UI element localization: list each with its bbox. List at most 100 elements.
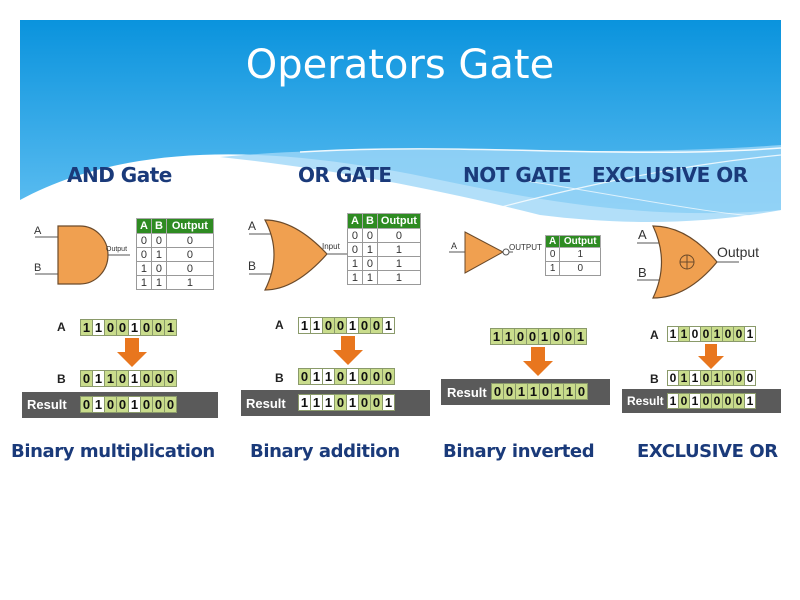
not-arrow-down-icon <box>523 347 553 376</box>
bit-cell: 1 <box>311 318 323 333</box>
xor-row-a-label: A <box>650 328 659 342</box>
bit-cell: 0 <box>723 394 734 408</box>
bit-cell: 0 <box>576 384 587 399</box>
or-arrow-down-icon <box>333 336 363 365</box>
table-cell: 1 <box>136 275 152 290</box>
bit-cell: 1 <box>347 369 359 384</box>
table-cell: 1 <box>376 256 421 271</box>
bit-cell: 1 <box>712 327 723 341</box>
bit-cell: 0 <box>117 397 129 412</box>
bit-cell: 1 <box>323 369 335 384</box>
table-cell: 0 <box>150 233 167 248</box>
bit-cell: 1 <box>491 329 503 344</box>
bit-cell: 0 <box>723 327 734 341</box>
bit-cell: 0 <box>383 369 394 384</box>
bit-cell: 0 <box>371 318 383 333</box>
table-header: A <box>544 235 561 248</box>
bit-cell: 0 <box>371 369 383 384</box>
bit-cell: 0 <box>141 371 153 386</box>
bit-cell: 0 <box>540 384 552 399</box>
and-result-label: Result <box>27 397 67 412</box>
bit-cell: 0 <box>745 371 755 385</box>
xor-output-label: Output <box>717 244 759 260</box>
bit-cell: 0 <box>335 318 347 333</box>
table-header: A <box>347 213 363 229</box>
bit-cell: 0 <box>81 397 93 412</box>
table-cell: 0 <box>165 247 214 262</box>
bit-cell: 1 <box>93 320 105 335</box>
table-cell: 0 <box>361 228 378 243</box>
bit-cell: 1 <box>347 395 359 410</box>
or-input-b-label: B <box>248 259 256 273</box>
slide-title: Operators Gate <box>245 42 555 88</box>
or-input-a-label: A <box>248 219 256 233</box>
and-row-b-label: B <box>57 372 66 386</box>
bit-cell: 0 <box>359 395 371 410</box>
bit-cell: 0 <box>551 329 563 344</box>
table-cell: 0 <box>559 261 602 276</box>
table-cell: 0 <box>136 247 152 262</box>
heading-and-gate: AND Gate <box>67 163 172 187</box>
xor-input-a-label: A <box>638 227 647 242</box>
caption-not-gate: Binary inverted <box>443 441 595 462</box>
bit-cell: 1 <box>564 384 576 399</box>
bit-cell: 0 <box>117 371 129 386</box>
bit-cell: 1 <box>311 395 323 410</box>
caption-and-gate: Binary multiplication <box>11 441 215 462</box>
or-gate-icon: A B Input <box>248 219 349 291</box>
xor-gate-icon: A B Output <box>637 225 759 299</box>
bit-cell: 1 <box>347 318 359 333</box>
table-header: Output <box>376 213 421 229</box>
bit-cell: 0 <box>335 369 347 384</box>
bit-cell: 1 <box>679 371 690 385</box>
bit-cell: 0 <box>701 394 712 408</box>
table-cell: 0 <box>544 247 561 262</box>
bit-cell: 1 <box>712 371 723 385</box>
table-cell: 1 <box>347 256 363 271</box>
bit-cell: 0 <box>504 384 516 399</box>
table-cell: 0 <box>165 261 214 276</box>
bit-cell: 0 <box>734 371 745 385</box>
bit-cell: 0 <box>668 371 679 385</box>
table-cell: 1 <box>361 270 378 285</box>
table-cell: 0 <box>150 261 167 276</box>
or-row-a-label: A <box>275 318 284 332</box>
bit-cell: 0 <box>153 397 165 412</box>
caption-xor-gate: EXCLUSIVE OR <box>637 441 778 462</box>
bit-cell: 0 <box>515 329 527 344</box>
bit-cell: 1 <box>383 395 394 410</box>
table-cell: 1 <box>559 247 602 262</box>
caption-or-gate: Binary addition <box>250 441 400 462</box>
heading-not-gate: NOT GATE <box>463 163 572 187</box>
bit-cell: 1 <box>668 327 679 341</box>
bit-cell: 1 <box>516 384 528 399</box>
xor-input-b-label: B <box>638 265 647 280</box>
bit-cell: 0 <box>335 395 347 410</box>
bit-cell: 1 <box>690 371 701 385</box>
and-row-a-label: A <box>57 320 66 334</box>
header-background <box>20 20 781 225</box>
bit-cell: 1 <box>129 397 141 412</box>
xor-arrow-down-icon <box>698 344 724 369</box>
bit-cell: 0 <box>371 395 383 410</box>
bit-cell: 0 <box>153 320 165 335</box>
bit-cell: 0 <box>723 371 734 385</box>
bit-cell: 0 <box>712 394 723 408</box>
xor-row-b-label: B <box>650 372 659 386</box>
bit-cell: 1 <box>745 394 755 408</box>
not-result-label: Result <box>447 385 487 400</box>
bit-cell: 0 <box>492 384 504 399</box>
